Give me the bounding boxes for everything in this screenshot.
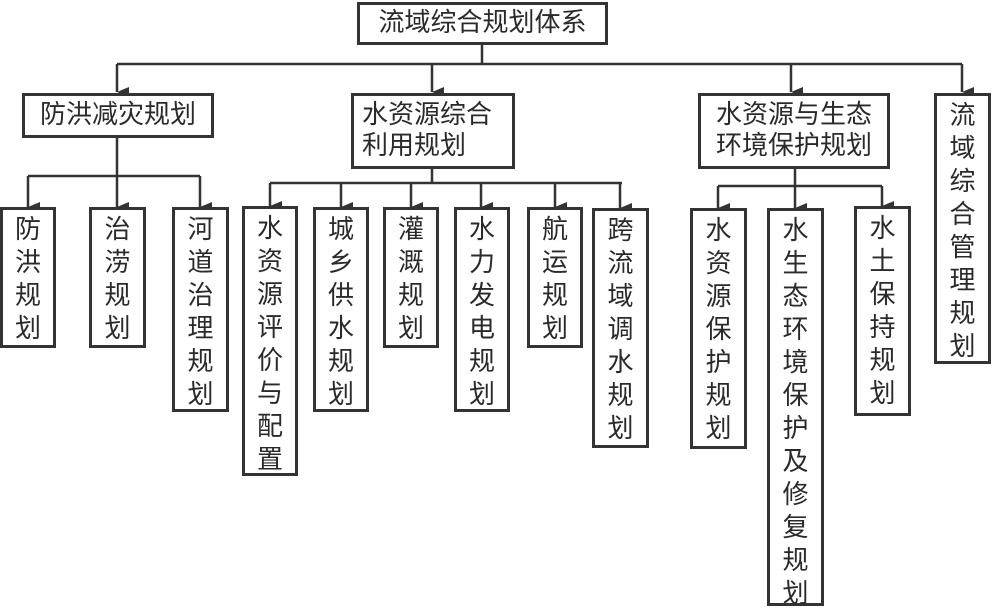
navigation-node: 航运规划 <box>527 207 583 348</box>
utilization-label-line2: 利用规划 <box>362 131 467 161</box>
hydropower-label: 水力发电规划 <box>469 215 496 410</box>
management-node: 流域综合管理规划 <box>934 93 991 364</box>
protection-label-line1: 水资源与生态 <box>715 100 872 130</box>
management-label: 流域综合管理规划 <box>949 101 976 362</box>
soil-conservation-node: 水土保持规划 <box>854 206 911 416</box>
hydropower-node: 水力发电规划 <box>454 207 510 412</box>
water-supply-label: 城乡供水规划 <box>328 215 355 410</box>
evaluation-allocation-label: 水资源评价与配置 <box>257 214 284 475</box>
flood-control-label: 防洪规划 <box>15 215 42 344</box>
utilization-label-line1: 水资源综合 <box>362 100 493 130</box>
water-transfer-node: 跨流域调水规划 <box>592 208 649 448</box>
eco-restoration-label: 水生态环境保护及修复规划 <box>782 216 809 609</box>
water-supply-node: 城乡供水规划 <box>313 207 369 412</box>
protection-node: 水资源与生态 环境保护规划 <box>698 93 890 169</box>
flood-disaster-label: 防洪减灾规划 <box>39 100 196 130</box>
water-transfer-label: 跨流域调水规划 <box>607 216 634 444</box>
evaluation-allocation-node: 水资源评价与配置 <box>242 206 298 476</box>
waterlogging-label: 治涝规划 <box>104 215 131 344</box>
flood-disaster-node: 防洪减灾规划 <box>22 93 214 138</box>
irrigation-label: 灌溉规划 <box>398 215 425 344</box>
navigation-label: 航运规划 <box>542 215 569 344</box>
protection-label-line2: 环境保护规划 <box>715 131 872 161</box>
root-node: 流域综合规划体系 <box>357 2 608 45</box>
flood-control-node: 防洪规划 <box>0 207 56 348</box>
soil-conservation-label: 水土保持规划 <box>869 214 896 409</box>
river-regulation-node: 河道治理规划 <box>172 207 229 412</box>
resource-protection-node: 水资源保护规划 <box>690 208 747 449</box>
river-regulation-label: 河道治理规划 <box>187 215 214 410</box>
waterlogging-node: 治涝规划 <box>89 207 146 348</box>
resource-protection-label: 水资源保护规划 <box>705 216 732 444</box>
eco-restoration-node: 水生态环境保护及修复规划 <box>767 208 824 609</box>
utilization-node: 水资源综合 利用规划 <box>351 93 515 169</box>
irrigation-node: 灌溉规划 <box>383 207 439 348</box>
root-node-label: 流域综合规划体系 <box>378 8 587 38</box>
